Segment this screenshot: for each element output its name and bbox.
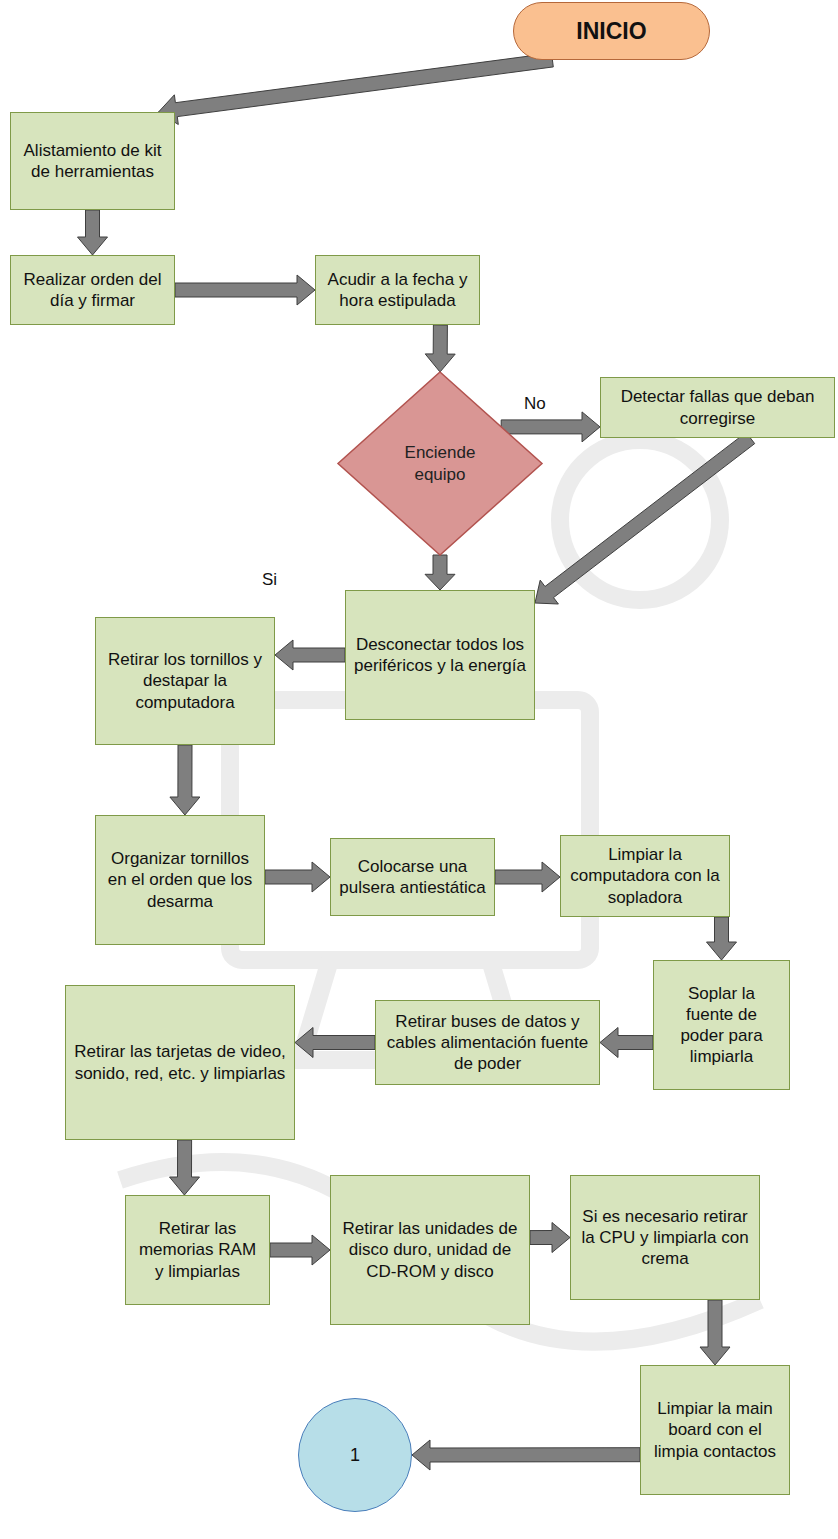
decision-diamond: Enciende equipo [338,372,542,555]
process-box: Soplar la fuente de poder para limpiarla [653,960,790,1090]
block-arrow [412,1440,640,1470]
node-text: Limpiar la main board con el limpia cont… [649,1398,781,1462]
block-arrow [295,1028,375,1058]
process-box: Retirar buses de datos y cables alimenta… [375,1000,600,1085]
block-arrow [700,1300,730,1365]
block-arrow [707,917,737,960]
node-text: Alistamiento de kit de herramientas [19,140,166,183]
diamond-outline [338,372,542,555]
block-arrow [265,862,330,892]
process-box: Limpiar la computadora con la sopladora [560,835,730,917]
process-box: Si es necesario retirar la CPU y limpiar… [570,1175,760,1300]
process-box: Retirar los tornillos y destapar la comp… [95,617,275,745]
process-box: Desconectar todos los periféricos y la e… [345,590,535,720]
block-arrow [495,862,560,892]
node-text: Retirar buses de datos y cables alimenta… [384,1011,591,1075]
node-text: 1 [350,1444,360,1467]
node-text: Limpiar la computadora con la sopladora [569,844,721,908]
block-arrow [159,53,554,124]
process-box: Colocarse una pulsera antiestática [330,838,495,916]
edge-label: Si [250,562,289,598]
edge-label: No [522,394,548,414]
node-text: Soplar la fuente de poder para limpiarla [662,983,781,1068]
process-box: Realizar orden del día y firmar [10,255,175,325]
node-text: Desconectar todos los periféricos y la e… [354,634,526,677]
process-box: Acudir a la fecha y hora estipulada [315,255,480,325]
diamond-shape [338,372,542,555]
node-text: Enciende equipo [392,442,488,485]
block-arrow [530,1223,570,1253]
process-box: Limpiar la main board con el limpia cont… [640,1365,790,1495]
block-arrow [425,325,455,372]
node-text: Detectar fallas que deban corregirse [609,386,826,429]
node-text: Acudir a la fecha y hora estipulada [324,269,471,312]
node-text: Colocarse una pulsera antiestática [339,856,486,899]
node-text: Si es necesario retirar la CPU y limpiar… [579,1206,751,1270]
connector-circle: 1 [298,1398,412,1512]
block-arrow [78,210,108,255]
node-text: Retirar las memorias RAM y limpiarlas [134,1218,261,1282]
block-arrow [270,1235,330,1265]
process-box: Alistamiento de kit de herramientas [10,112,175,210]
node-text: Retirar las tarjetas de video, sonido, r… [74,1041,286,1084]
process-box: Organizar tornillos en el orden que los … [95,815,265,945]
node-text: Retirar las unidades de disco duro, unid… [339,1218,521,1282]
block-arrow [501,412,600,442]
block-arrow [275,640,345,670]
block-arrow [600,1028,653,1058]
node-text: INICIO [576,17,646,46]
process-box: Retirar las tarjetas de video, sonido, r… [65,985,295,1140]
process-box: Retirar las unidades de disco duro, unid… [330,1175,530,1325]
node-text: Realizar orden del día y firmar [19,269,166,312]
block-arrow [170,745,200,815]
block-arrow [535,432,755,604]
start-terminal: INICIO [513,2,710,60]
process-box: Detectar fallas que deban corregirse [600,377,835,438]
node-text: Retirar los tornillos y destapar la comp… [104,649,266,713]
block-arrow [425,555,455,590]
block-arrow [175,275,315,305]
node-text: Organizar tornillos en el orden que los … [104,848,256,912]
block-arrow [170,1140,200,1195]
process-box: Retirar las memorias RAM y limpiarlas [125,1195,270,1305]
